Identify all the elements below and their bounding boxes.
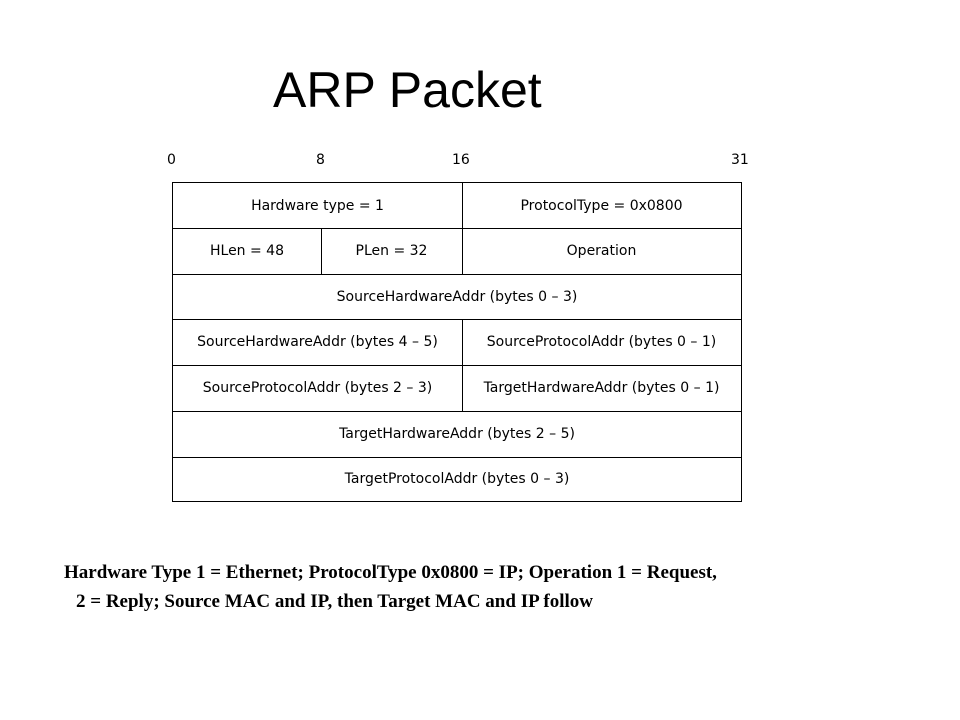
field-hlen: HLen = 48: [209, 243, 284, 259]
row-divider: [173, 411, 741, 412]
field-target-protocol-addr-0-3: TargetProtocolAddr (bytes 0 – 3): [344, 471, 570, 487]
row-divider: [173, 365, 741, 366]
row-divider: [173, 274, 741, 275]
field-target-hardware-addr-0-1: TargetHardwareAddr (bytes 0 – 1): [483, 380, 720, 396]
bit-label-16: 16: [452, 152, 470, 168]
field-source-protocol-addr-2-3: SourceProtocolAddr (bytes 2 – 3): [202, 380, 433, 396]
row-divider: [173, 319, 741, 320]
caption-line-2: 2 = Reply; Source MAC and IP, then Targe…: [76, 591, 593, 612]
bit-label-0: 0: [167, 152, 176, 168]
slide-title: ARP Packet: [273, 62, 542, 118]
field-operation: Operation: [566, 243, 637, 259]
field-target-hardware-addr-2-5: TargetHardwareAddr (bytes 2 – 5): [339, 426, 575, 442]
field-plen: PLen = 32: [355, 243, 428, 259]
field-divider: [462, 183, 463, 228]
field-divider: [462, 228, 463, 274]
field-divider: [321, 228, 322, 274]
field-source-hardware-addr-0-3: SourceHardwareAddr (bytes 0 – 3): [336, 288, 578, 305]
row-divider: [173, 228, 741, 229]
field-protocol-type: ProtocolType = 0x0800: [520, 197, 683, 214]
row-divider: [173, 457, 741, 458]
field-hardware-type: Hardware type = 1: [251, 197, 384, 214]
arp-packet-diagram: Hardware type = 1 ProtocolType = 0x0800 …: [172, 182, 742, 502]
field-source-protocol-addr-0-1: SourceProtocolAddr (bytes 0 – 1): [486, 334, 717, 350]
field-divider: [462, 319, 463, 411]
caption: Hardware Type 1 = Ethernet; ProtocolType…: [64, 558, 944, 616]
bit-label-31: 31: [731, 152, 749, 168]
caption-line-1: Hardware Type 1 = Ethernet; ProtocolType…: [64, 562, 717, 583]
field-source-hardware-addr-4-5: SourceHardwareAddr (bytes 4 – 5): [197, 334, 438, 350]
bit-label-8: 8: [316, 152, 325, 168]
